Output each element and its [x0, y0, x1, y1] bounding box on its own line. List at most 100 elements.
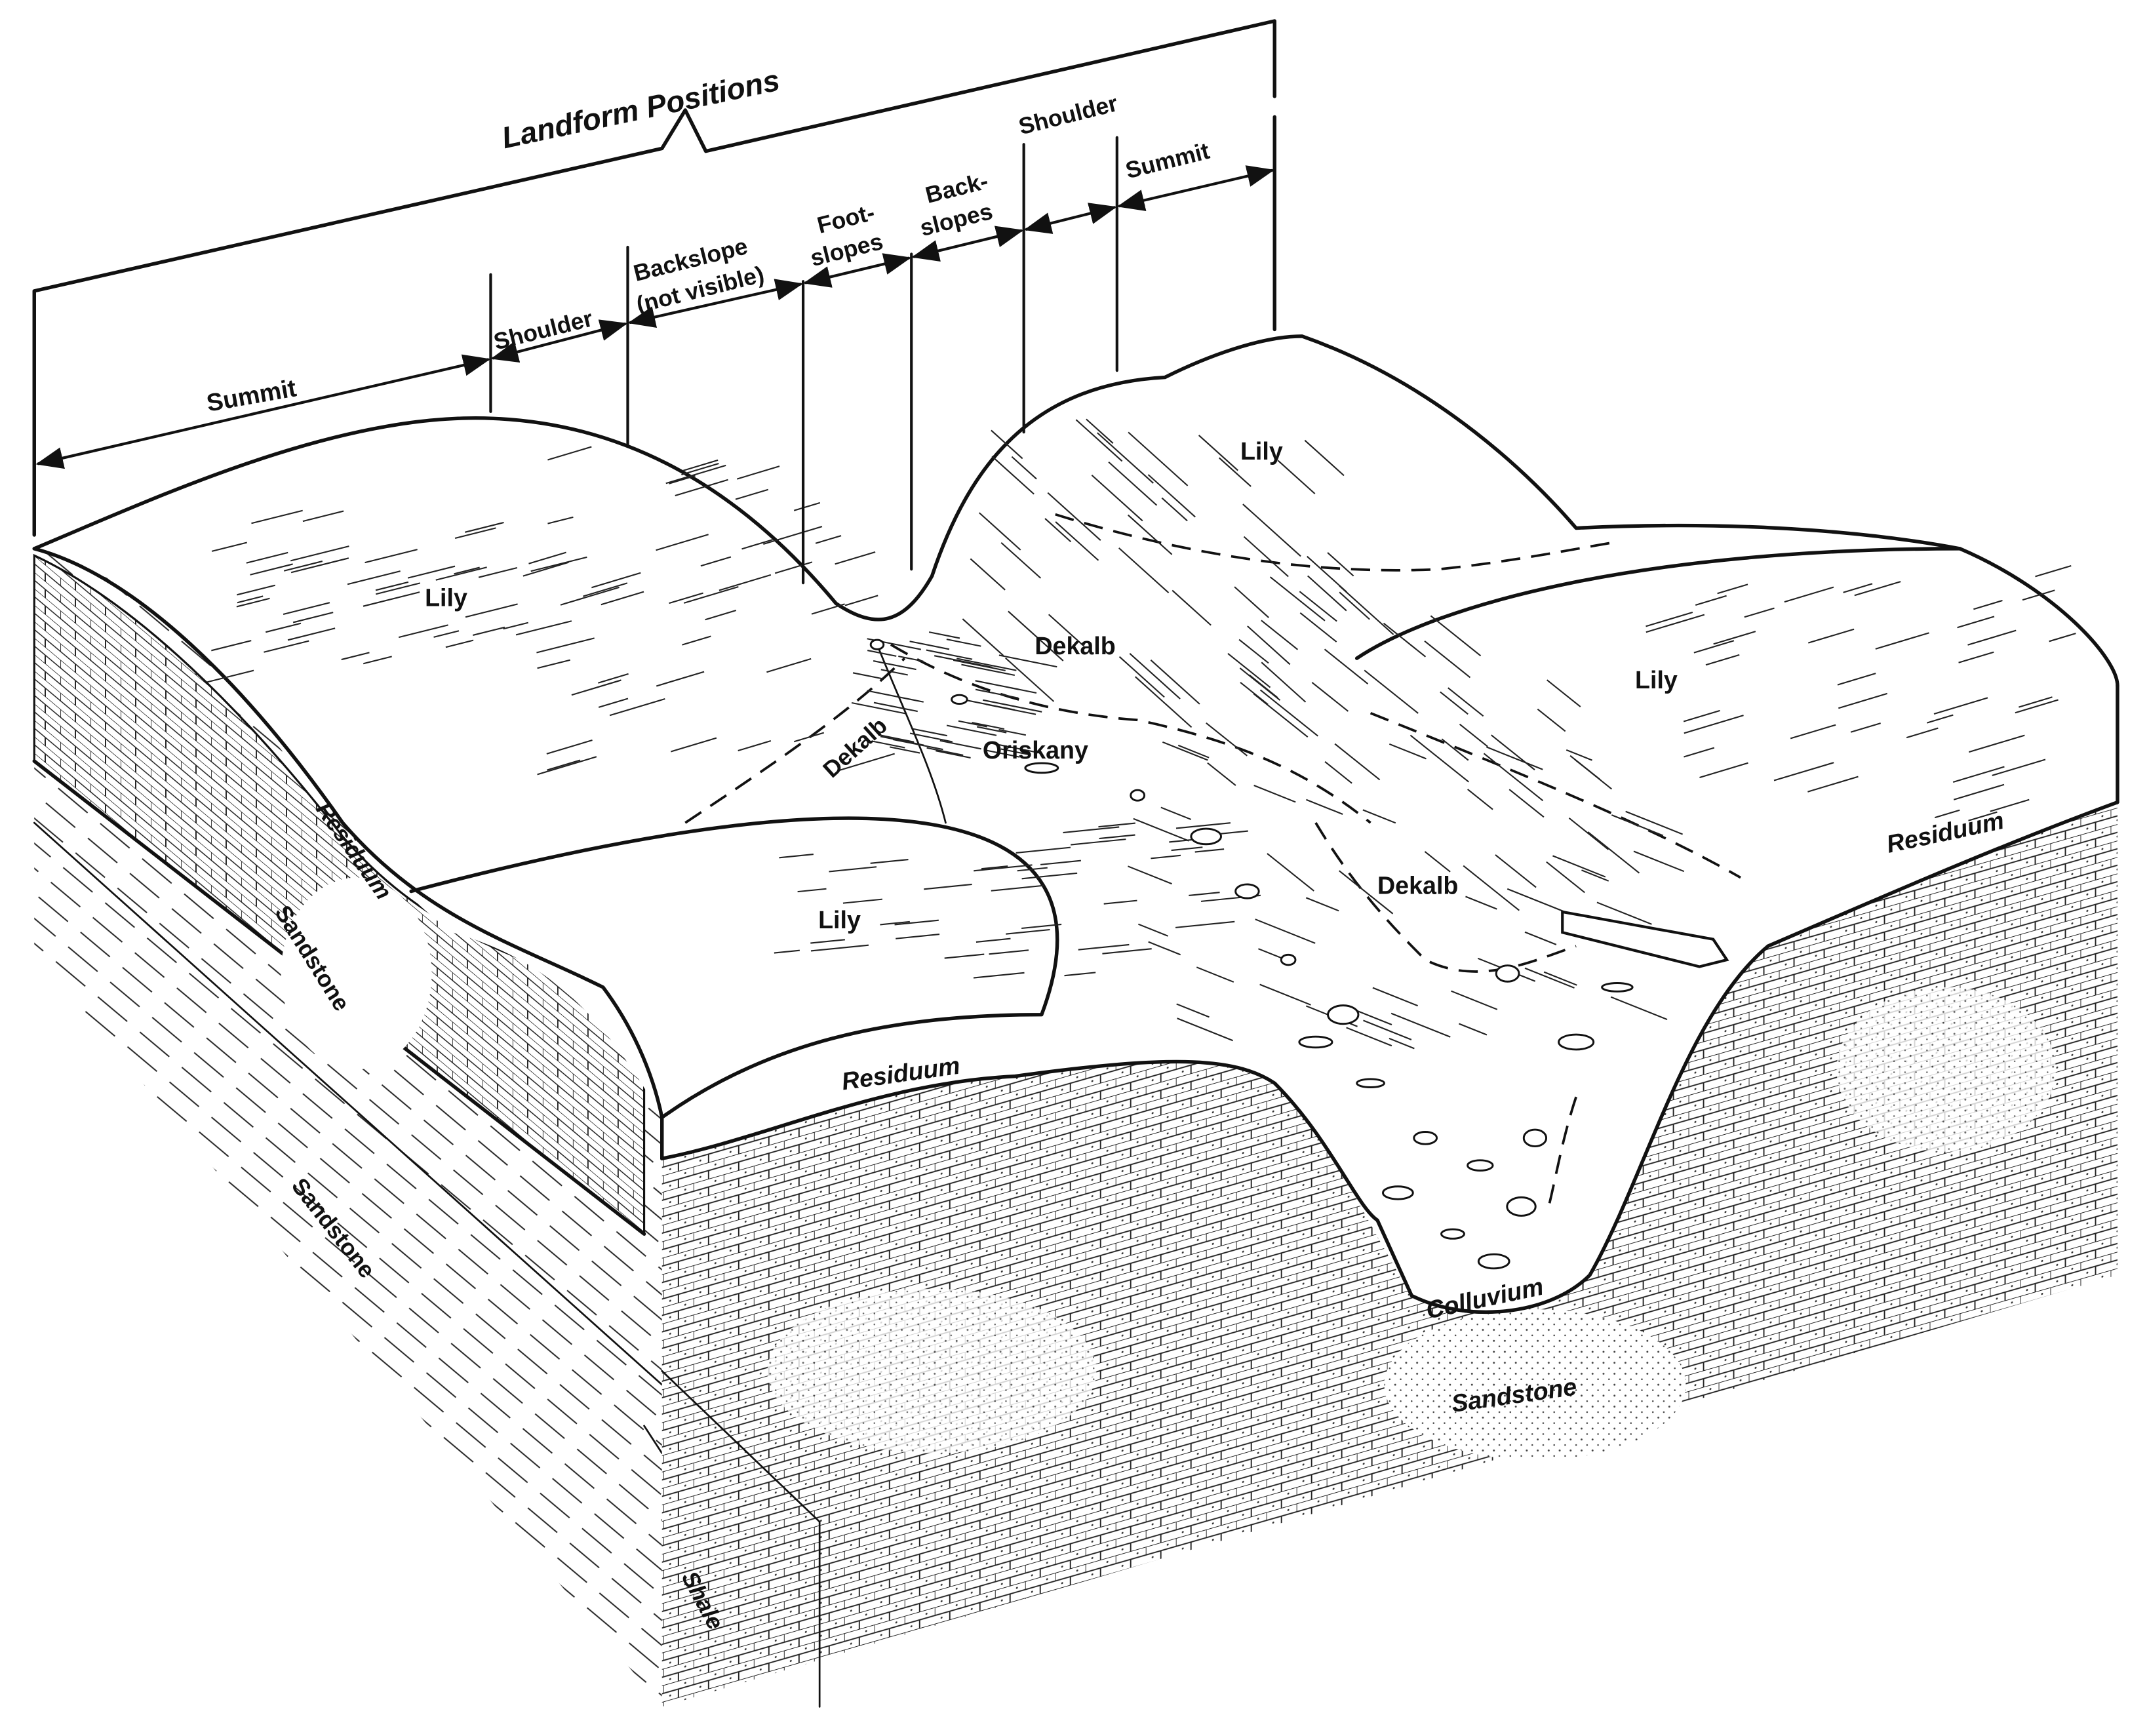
hatch-stroke	[705, 610, 737, 621]
hatch-stroke	[398, 624, 448, 639]
hatch-stroke	[946, 724, 997, 736]
hatch-stroke	[283, 602, 330, 615]
hatch-stroke	[1459, 723, 1488, 747]
position-shoulder-left: Shoulder	[491, 305, 595, 355]
diagram-title: Landform Positions	[499, 63, 783, 155]
rock	[1130, 789, 1146, 802]
hatch-stroke	[1299, 591, 1337, 622]
hatch-stroke	[1305, 897, 1339, 912]
hatch-stroke	[1299, 612, 1337, 642]
hatch-stroke	[1483, 753, 1544, 802]
hatch-stroke	[1973, 599, 2003, 610]
hatch-stroke	[894, 919, 939, 926]
hatch-stroke	[998, 728, 1027, 736]
hatch-stroke	[1249, 674, 1278, 698]
rock	[1234, 883, 1260, 899]
hatch-stroke	[656, 671, 705, 687]
hatch-stroke	[1566, 749, 1592, 761]
hatch-stroke	[1372, 987, 1418, 1007]
hatch-stroke	[546, 739, 593, 755]
hatch-stroke	[1524, 931, 1557, 945]
hatch-stroke	[207, 669, 254, 683]
hatch-stroke	[266, 622, 302, 633]
hatch-stroke	[1837, 673, 1876, 686]
hatch-stroke	[1075, 419, 1123, 462]
hatch-stroke	[1587, 831, 1640, 874]
hatch-stroke	[609, 698, 665, 717]
hatch-stroke	[246, 551, 288, 564]
hatch-stroke	[1958, 651, 1994, 663]
rock	[1298, 1035, 1333, 1049]
hatch-stroke	[1171, 846, 1203, 852]
hatch-stroke	[571, 679, 621, 696]
hatch-stroke	[1927, 714, 1954, 724]
hatch-stroke	[1850, 722, 1881, 733]
position-summit-left: Summit	[205, 374, 299, 416]
hatch-stroke	[766, 658, 812, 673]
hatch-stroke	[598, 673, 629, 684]
rock	[1467, 1159, 1494, 1172]
hatch-stroke	[1247, 625, 1291, 665]
hatch-stroke	[1596, 901, 1652, 925]
hatch-stroke	[454, 566, 480, 575]
hatch-stroke	[1234, 586, 1269, 618]
hatch-stroke	[1147, 474, 1196, 518]
backslopes-arrow	[911, 226, 1024, 262]
hatch-stroke	[1048, 614, 1085, 647]
hatch-stroke	[1259, 983, 1311, 1006]
rock	[1356, 1078, 1385, 1088]
hatch-stroke	[598, 698, 629, 708]
hatch-stroke	[978, 512, 1021, 551]
hatch-stroke	[909, 641, 950, 650]
left-face	[32, 548, 663, 1707]
hatch-stroke	[1684, 715, 1744, 734]
hatch-stroke	[1243, 536, 1289, 578]
hatch-stroke	[1424, 851, 1451, 873]
hatch-stroke	[682, 635, 711, 646]
hatch-stroke	[985, 749, 1020, 758]
hatch-stroke	[465, 603, 518, 618]
hatch-stroke	[1952, 766, 2005, 783]
hatch-stroke	[1467, 789, 1493, 810]
hatch-stroke	[1324, 760, 1352, 784]
hatch-stroke	[998, 654, 1057, 668]
hatch-stroke	[1172, 589, 1212, 626]
hatch-stroke	[939, 740, 981, 750]
hatch-stroke	[669, 475, 696, 484]
hatch-stroke	[961, 663, 1015, 677]
hatch-stroke	[1990, 799, 2030, 812]
hatch-stroke	[675, 479, 728, 496]
hatch-stroke	[454, 527, 496, 540]
hatch-stroke	[956, 658, 1017, 671]
hatch-stroke	[515, 620, 572, 636]
rock	[1280, 953, 1297, 966]
hatch-stroke	[972, 722, 1005, 730]
hatch-stroke	[264, 640, 309, 653]
rock	[1382, 1185, 1414, 1200]
hatch-stroke	[815, 535, 842, 544]
hatch-stroke	[741, 539, 773, 550]
hatch-stroke	[250, 563, 293, 576]
hatch-stroke	[944, 953, 985, 959]
soil-dekalb-lower: Dekalb	[1377, 872, 1458, 899]
hatch-stroke	[237, 595, 264, 604]
hatch-stroke	[1240, 682, 1269, 705]
rock	[1558, 1033, 1595, 1051]
hatch-stroke	[975, 680, 1019, 690]
rock	[951, 694, 968, 705]
hatch-stroke	[1151, 854, 1181, 859]
hatch-stroke	[990, 742, 1042, 755]
soil-oriskany: Oriskany	[983, 736, 1088, 764]
hatch-stroke	[1363, 1019, 1412, 1040]
hatch-stroke	[991, 884, 1045, 892]
hatch-stroke	[797, 888, 827, 893]
rock	[1506, 1196, 1537, 1217]
hatch-stroke	[1269, 576, 1326, 621]
hatch-stroke	[913, 728, 947, 737]
hatch-stroke	[547, 446, 592, 461]
hatch-stroke	[1448, 687, 1484, 717]
hatch-stroke	[478, 566, 518, 578]
hatch-stroke	[290, 545, 349, 562]
hatch-stroke	[1005, 657, 1055, 702]
